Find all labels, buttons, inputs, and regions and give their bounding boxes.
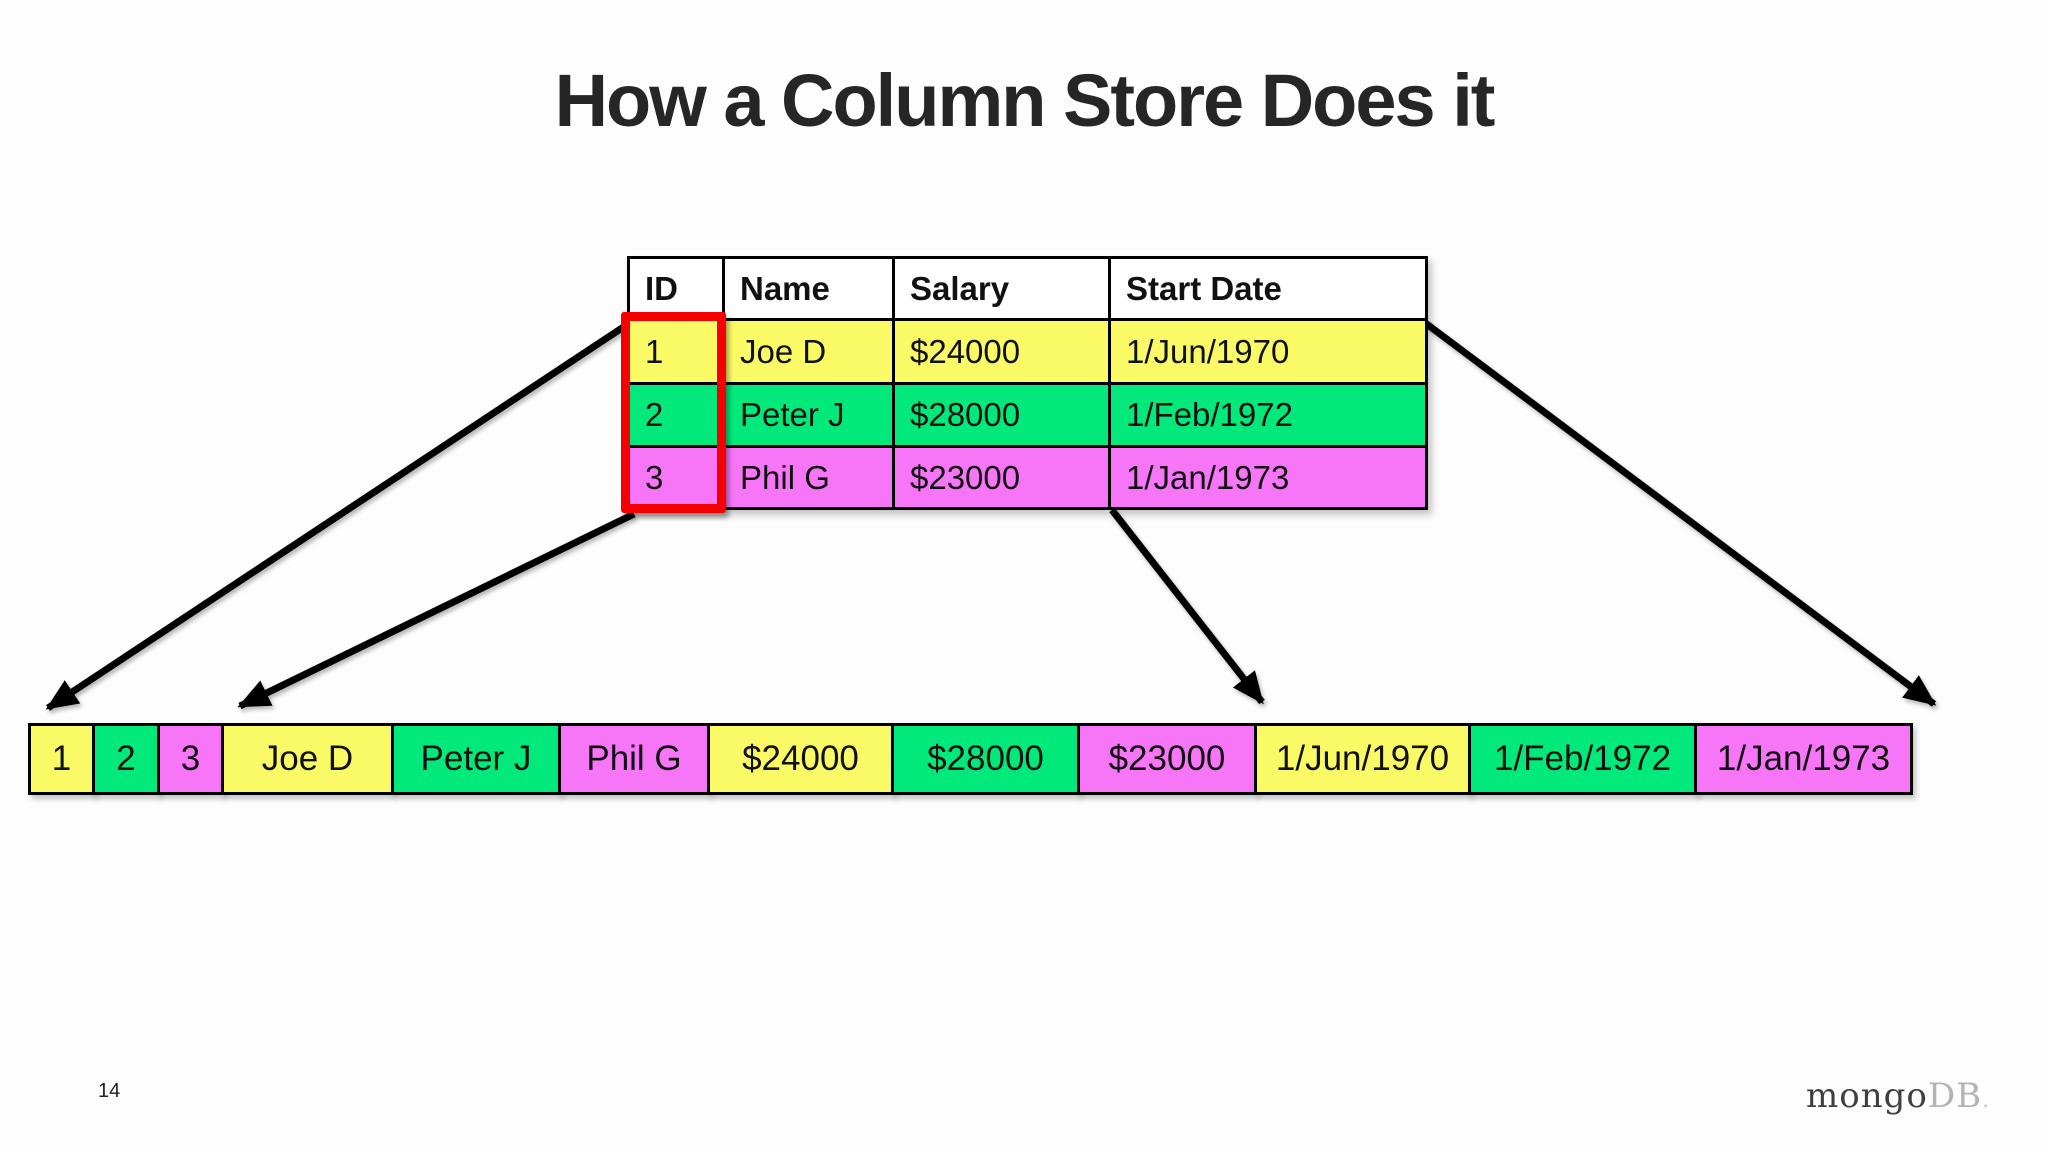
header-name: Name [722,256,895,321]
slide-title: How a Column Store Does it [554,59,1496,142]
store-cell-id-3: 3 [157,723,224,795]
cell-row2-id: 2 [627,382,725,448]
cell-row1-salary: $24000 [892,318,1111,385]
store-cell-name-2: Peter J [391,723,561,795]
arrow-date-column-to-store [1109,507,1265,705]
cell-row3-salary: $23000 [892,445,1111,510]
logo-mongo-text: mongo [1806,1076,1928,1116]
header-start-date: Start Date [1108,256,1428,321]
cell-row1-start-date: 1/Jun/1970 [1108,318,1428,385]
cell-row3-start-date: 1/Jan/1973 [1108,445,1428,510]
table-header-row: ID Name Salary Start Date [627,256,1428,321]
store-cell-date-1: 1/Jun/1970 [1254,723,1471,795]
store-cell-salary-3: $23000 [1077,723,1257,795]
store-cell-name-3: Phil G [558,723,710,795]
store-cell-name-1: Joe D [221,723,394,795]
column-store-row: 1 2 3 Joe D Peter J Phil G $24000 $28000… [28,723,1913,795]
arrow-table-end-to-store [1421,319,1937,707]
page-number: 14 [98,1080,121,1102]
store-cell-date-2: 1/Feb/1972 [1468,723,1697,795]
cell-row3-name: Phil G [722,445,895,510]
cell-row3-id: 3 [627,445,725,510]
header-salary: Salary [892,256,1111,321]
header-id: ID [627,256,725,321]
table-row-2: 2 Peter J $28000 1/Feb/1972 [627,382,1428,448]
cell-row2-start-date: 1/Feb/1972 [1108,382,1428,448]
cell-row2-name: Peter J [722,382,895,448]
table-row-3: 3 Phil G $23000 1/Jan/1973 [627,445,1428,510]
arrow-id-column-to-store [45,321,630,711]
logo-dot: . [1982,1088,1991,1113]
mongodb-logo: mongoDB. [1806,1076,1990,1116]
logo-db-text: DB [1927,1076,1983,1116]
store-cell-date-3: 1/Jan/1973 [1694,723,1913,795]
cell-row1-id: 1 [627,318,725,385]
cell-row2-salary: $28000 [892,382,1111,448]
table-row-1: 1 Joe D $24000 1/Jun/1970 [627,318,1428,385]
store-cell-salary-2: $28000 [891,723,1080,795]
store-cell-id-1: 1 [28,723,95,795]
arrow-name-column-to-store [237,510,636,710]
store-cell-salary-1: $24000 [707,723,894,795]
employee-table: ID Name Salary Start Date 1 Joe D $24000… [627,256,1428,510]
store-cell-id-2: 2 [92,723,160,795]
cell-row1-name: Joe D [722,318,895,385]
